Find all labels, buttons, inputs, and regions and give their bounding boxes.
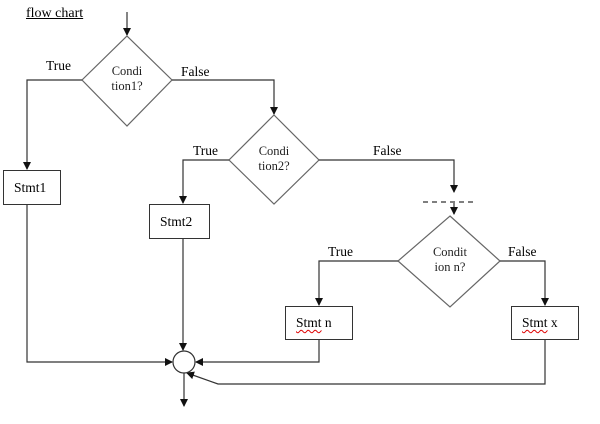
decision-text-line: tion2?: [258, 159, 290, 173]
decision-text-condn: Condit ion n?: [423, 245, 477, 275]
statement-label-suffix: x: [547, 315, 558, 330]
decision-text-line: Condi: [258, 144, 290, 158]
label-condn-false: False: [508, 244, 537, 259]
statement-box-stmt1: Stmt1: [3, 170, 61, 205]
decision-text-cond2: Condi tion2?: [249, 144, 299, 174]
connector-condn-true: [315, 260, 398, 306]
label-condn-true: True: [328, 244, 354, 259]
connector-stmtn-merge: [195, 339, 320, 366]
statement-label: Stmt2: [160, 213, 193, 229]
decision-diamond-condn: [397, 215, 501, 308]
decision-diamond-cond1: [81, 35, 173, 127]
statement-label-suffix: n: [321, 315, 332, 330]
connector-cond1-false: [172, 79, 278, 115]
statement-box-stmtn: Stmt n: [285, 306, 353, 340]
label-cond1-true: True: [46, 58, 72, 73]
decision-text-cond1: Condi tion1?: [102, 64, 152, 94]
connector-cond2-true: [179, 159, 229, 204]
connector-cond1-true: [23, 79, 82, 170]
decision-text-line: ion n?: [434, 260, 466, 274]
connector-cond2-false: [319, 159, 458, 193]
connector-stmtx-merge: [186, 339, 546, 385]
merge-connector-circle: [172, 350, 196, 374]
decision-text-line: Condi: [111, 64, 143, 78]
statement-label-word: Stmt: [522, 315, 548, 330]
label-cond2-false: False: [373, 143, 402, 158]
label-cond2-true: True: [193, 143, 219, 158]
statement-box-stmtx: Stmt x: [511, 306, 579, 340]
connector-stmt1-merge: [26, 204, 173, 366]
decision-text-line: tion1?: [111, 79, 143, 93]
statement-box-stmt2: Stmt2: [149, 204, 210, 239]
decision-diamond-cond2: [228, 114, 320, 205]
page-title: flow chart: [26, 6, 84, 21]
statement-label-word: Stmt: [296, 315, 322, 330]
connector-condn-false: [500, 260, 549, 306]
statement-label: Stmt1: [14, 179, 47, 195]
decision-text-line: Condit: [432, 245, 468, 259]
label-cond1-false: False: [181, 64, 210, 79]
